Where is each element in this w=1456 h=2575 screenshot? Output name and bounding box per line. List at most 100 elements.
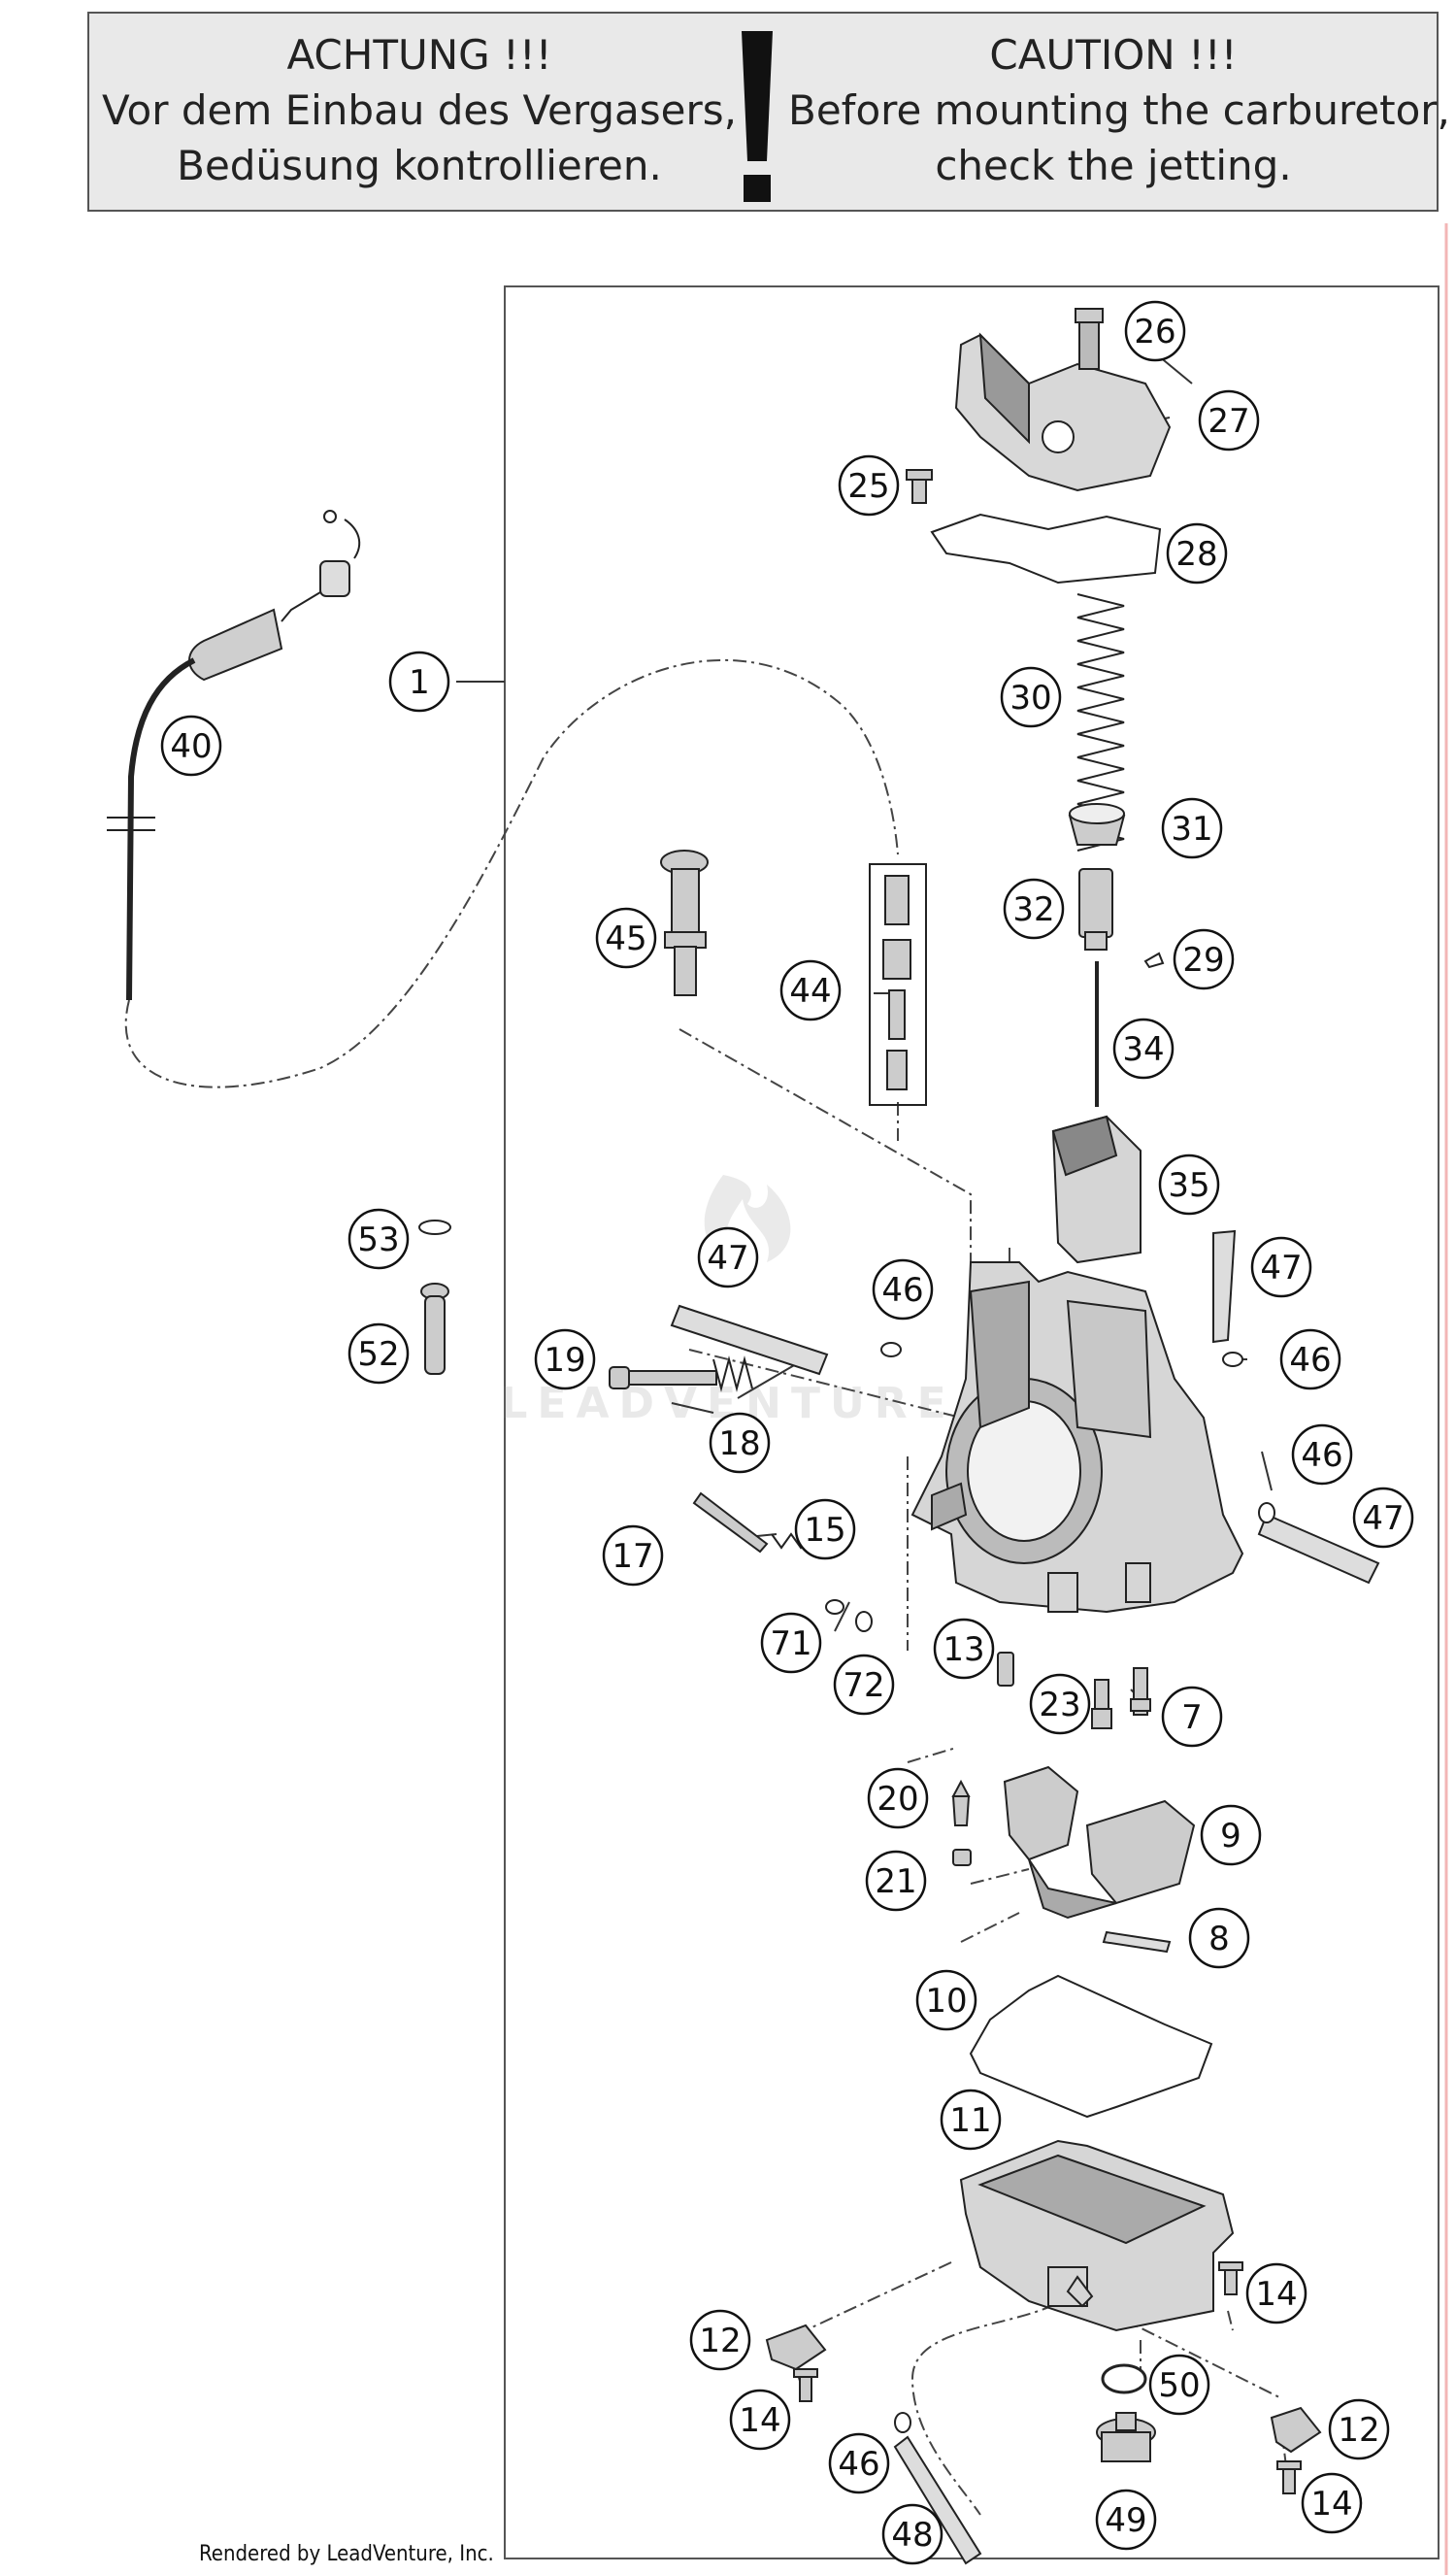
callout-number: 18 — [718, 1424, 760, 1463]
callout-40: 40 — [160, 715, 222, 777]
washer-part — [825, 1599, 844, 1615]
throttle-stop-screw-part — [609, 1366, 717, 1389]
idle-adjust-screw-part — [660, 850, 709, 996]
callout-number: 32 — [1012, 890, 1054, 929]
callout-number: 1 — [409, 663, 430, 702]
spring-seat-part — [1068, 803, 1126, 846]
callout-12: 12 — [1328, 2398, 1390, 2460]
callout-number: 45 — [605, 920, 646, 958]
callout-number: 52 — [357, 1335, 399, 1374]
callout-46: 46 — [1279, 1328, 1341, 1390]
jet-kit-part — [869, 863, 927, 1106]
callout-number: 48 — [891, 2516, 933, 2555]
callout-labels: 1 40 26 27 25 28 30 31 32 29 34 45 44 35 53 52 47 46 19 18 4… — [160, 300, 1414, 2565]
callout-10: 10 — [915, 1969, 977, 2031]
footer-credit: Rendered by LeadVenture, Inc. — [199, 2542, 494, 2566]
callout-number: 47 — [1362, 1499, 1404, 1538]
callout-number: 72 — [843, 1666, 884, 1705]
o-ring-part — [855, 1611, 873, 1632]
callout-number: 46 — [1301, 1436, 1342, 1475]
warning-en-line: check the jetting. — [935, 142, 1292, 189]
callout-26: 26 — [1124, 300, 1186, 362]
caution-banner: ACHTUNG !!! Vor dem Einbau des Vergasers… — [87, 12, 1450, 212]
small-clip-part — [880, 1342, 1275, 2433]
callout-12: 12 — [689, 2309, 751, 2371]
callout-number: 30 — [1009, 679, 1051, 718]
callout-number: 71 — [770, 1624, 811, 1663]
o-ring-part — [418, 1220, 451, 1235]
callout-47: 47 — [1250, 1236, 1312, 1298]
callout-8: 8 — [1188, 1907, 1250, 1969]
callout-1: 1 — [388, 651, 450, 713]
callout-number: 35 — [1168, 1166, 1209, 1205]
callout-14: 14 — [1245, 2262, 1307, 2324]
drain-plug-part — [1096, 2412, 1156, 2462]
callout-number: 10 — [925, 1982, 967, 2021]
callout-17: 17 — [602, 1524, 664, 1587]
air-screw-part — [420, 1283, 449, 1375]
callout-19: 19 — [534, 1328, 596, 1390]
exclamation-icon — [742, 31, 773, 202]
callout-number: 46 — [838, 2445, 879, 2484]
callout-number: 14 — [1255, 2275, 1297, 2314]
stop-spring-part — [712, 1355, 753, 1392]
callout-number: 12 — [699, 2322, 741, 2360]
callout-21: 21 — [865, 1850, 927, 1912]
throttle-cable-part — [107, 510, 361, 1001]
callout-number: 53 — [357, 1221, 399, 1259]
callout-72: 72 — [833, 1654, 895, 1716]
callout-number: 46 — [1289, 1341, 1331, 1380]
gasket-part — [930, 513, 1162, 585]
callout-14: 14 — [729, 2389, 791, 2451]
callout-49: 49 — [1095, 2489, 1157, 2551]
callout-number: 27 — [1208, 402, 1249, 441]
callout-47: 47 — [1352, 1487, 1414, 1549]
callout-71: 71 — [760, 1612, 822, 1674]
callout-46: 46 — [1291, 1423, 1353, 1486]
callout-29: 29 — [1173, 928, 1235, 990]
carburetor-body-part — [910, 1261, 1244, 1614]
o-ring-part — [1101, 2363, 1147, 2394]
callout-27: 27 — [1198, 389, 1260, 451]
callout-44: 44 — [779, 959, 842, 1021]
callout-number: 47 — [1260, 1249, 1302, 1288]
callout-number: 46 — [881, 1271, 923, 1310]
callout-number: 14 — [1310, 2485, 1352, 2524]
callout-number: 47 — [707, 1239, 748, 1278]
callout-number: 34 — [1122, 1030, 1164, 1069]
callout-52: 52 — [347, 1322, 410, 1385]
callout-14: 14 — [1301, 2472, 1363, 2534]
callout-number: 19 — [544, 1341, 585, 1380]
callout-15: 15 — [794, 1498, 856, 1560]
screw-part — [906, 469, 933, 504]
callout-53: 53 — [347, 1208, 410, 1270]
callout-23: 23 — [1029, 1673, 1091, 1735]
callout-25: 25 — [838, 454, 900, 517]
warning-en-line: CAUTION !!! — [989, 31, 1238, 79]
callout-number: 31 — [1171, 810, 1212, 849]
callout-18: 18 — [709, 1412, 771, 1474]
warning-german: ACHTUNG !!! Vor dem Einbau des Vergasers… — [89, 27, 749, 193]
cable-pin-part — [670, 1229, 1380, 1585]
callout-number: 14 — [739, 2401, 780, 2440]
carburetor-top-cover-part — [954, 308, 1172, 492]
callout-number: 25 — [847, 467, 889, 506]
callout-45: 45 — [595, 907, 657, 969]
callout-number: 7 — [1181, 1698, 1203, 1737]
warning-english: CAUTION !!! Before mounting the carburet… — [788, 27, 1450, 193]
callout-20: 20 — [867, 1767, 929, 1829]
float-bowl-part — [959, 2139, 1235, 2332]
callout-number: 11 — [949, 2101, 991, 2140]
callout-31: 31 — [1161, 797, 1223, 859]
callout-number: 13 — [943, 1630, 984, 1669]
callout-number: 21 — [875, 1862, 916, 1901]
callout-number: 40 — [170, 727, 212, 766]
callout-46: 46 — [828, 2432, 890, 2494]
callout-7: 7 — [1161, 1686, 1223, 1748]
callout-number: 28 — [1175, 535, 1217, 574]
callout-number: 20 — [877, 1780, 918, 1819]
callout-28: 28 — [1166, 522, 1228, 585]
float-needle-part — [951, 1779, 972, 1866]
callout-50: 50 — [1148, 2354, 1210, 2416]
